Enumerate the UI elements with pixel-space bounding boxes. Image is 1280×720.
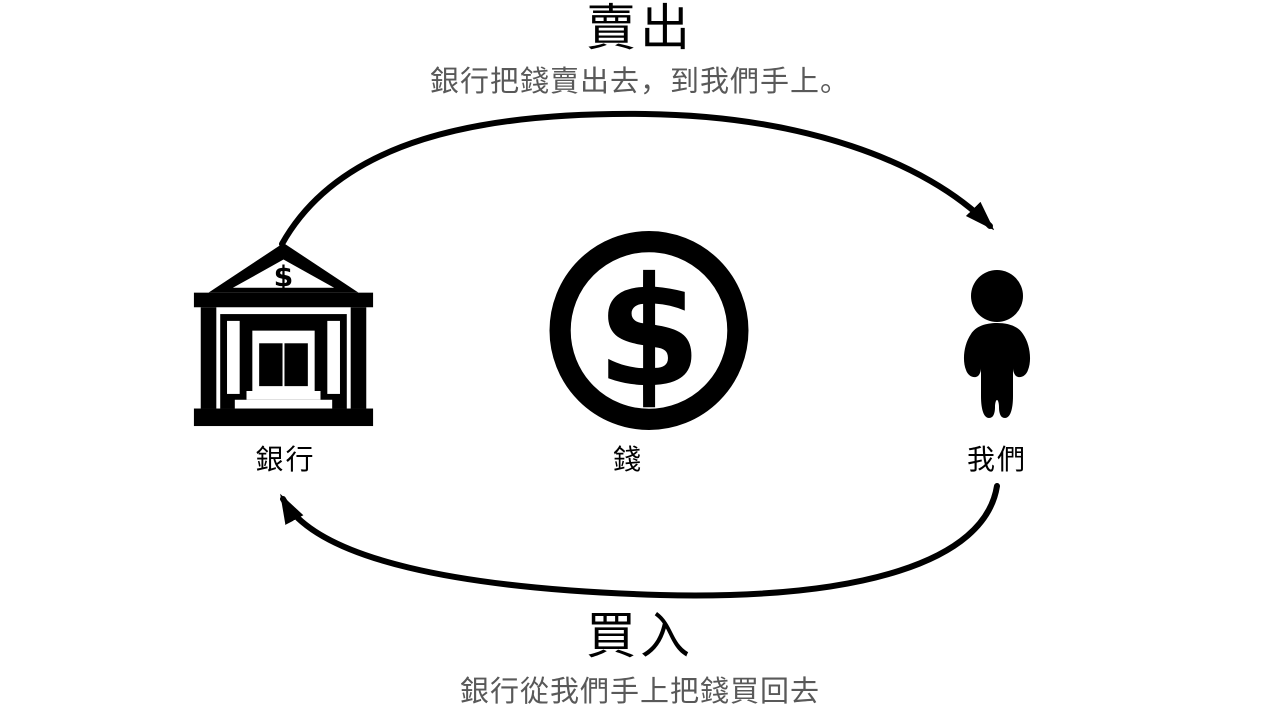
- bank-building-icon: $: [193, 243, 374, 427]
- sell-flow-subtitle: 銀行把錢賣出去，到我們手上。: [429, 66, 850, 98]
- buy-flow-title: 買入: [586, 608, 694, 664]
- bank-dollar-symbol: $: [274, 260, 294, 293]
- person-icon: [963, 270, 1031, 418]
- sell-flow-title: 賣出: [586, 0, 694, 56]
- sell-arrow: [279, 110, 995, 247]
- dollar-coin-icon: $: [549, 231, 749, 430]
- buy-flow-subtitle: 銀行從我們手上把錢買回去: [459, 676, 820, 708]
- money-label: 錢: [612, 444, 643, 475]
- coin-dollar-symbol: $: [596, 244, 701, 421]
- people-label: 我們: [966, 444, 1027, 475]
- buy-arrow: [280, 483, 1000, 599]
- bank-label: 銀行: [255, 444, 316, 475]
